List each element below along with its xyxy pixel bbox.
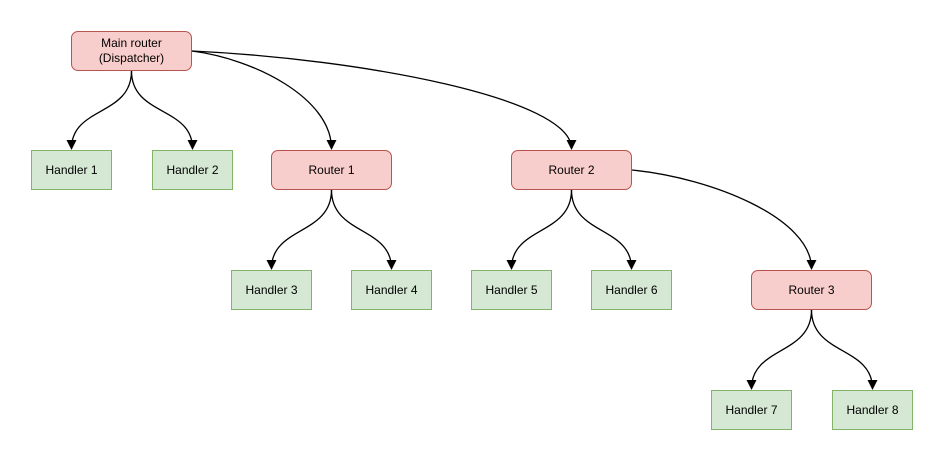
node-handler-6: Handler 6: [591, 270, 672, 310]
node-handler-3: Handler 3: [231, 270, 312, 310]
node-router-3: Router 3: [751, 270, 872, 310]
node-label: Handler 2: [166, 162, 219, 177]
node-label: Handler 6: [605, 282, 658, 297]
node-label: (Dispatcher): [98, 51, 165, 65]
node-handler-1: Handler 1: [31, 150, 112, 190]
node-main-router-dispatcher: Main router(Dispatcher): [71, 31, 192, 71]
node-router-1: Router 1: [271, 150, 392, 190]
edge-r1-to-h4: [330, 189, 397, 270]
edge-r2-to-r3: [631, 169, 817, 270]
edge-r3-to-h7: [746, 309, 813, 390]
node-router-2: Router 2: [511, 150, 632, 190]
node-label: Router 1: [308, 162, 355, 177]
node-label: Router 2: [548, 162, 595, 177]
edge-main-to-h1: [66, 70, 133, 150]
node-label: Handler 4: [365, 282, 418, 297]
edge-main-to-h2: [130, 70, 198, 150]
node-handler-5: Handler 5: [471, 270, 552, 310]
node-label: Handler 8: [846, 402, 899, 417]
node-label: Handler 7: [725, 402, 778, 417]
edge-r2-to-h5: [506, 189, 573, 270]
node-label: Handler 1: [45, 162, 98, 177]
node-handler-7: Handler 7: [711, 390, 792, 430]
node-handler-4: Handler 4: [351, 270, 432, 310]
node-handler-8: Handler 8: [832, 390, 913, 430]
node-label: Router 3: [788, 282, 835, 297]
node-label: Handler 5: [485, 282, 538, 297]
edge-main-to-r1: [191, 50, 337, 150]
node-label: Handler 3: [245, 282, 298, 297]
node-handler-2: Handler 2: [152, 150, 233, 190]
edge-r1-to-h3: [266, 189, 333, 270]
node-label: Main router: [101, 36, 162, 50]
edge-r3-to-h8: [810, 309, 878, 390]
edge-r2-to-h6: [570, 189, 637, 270]
edge-main-to-r2: [191, 50, 577, 150]
